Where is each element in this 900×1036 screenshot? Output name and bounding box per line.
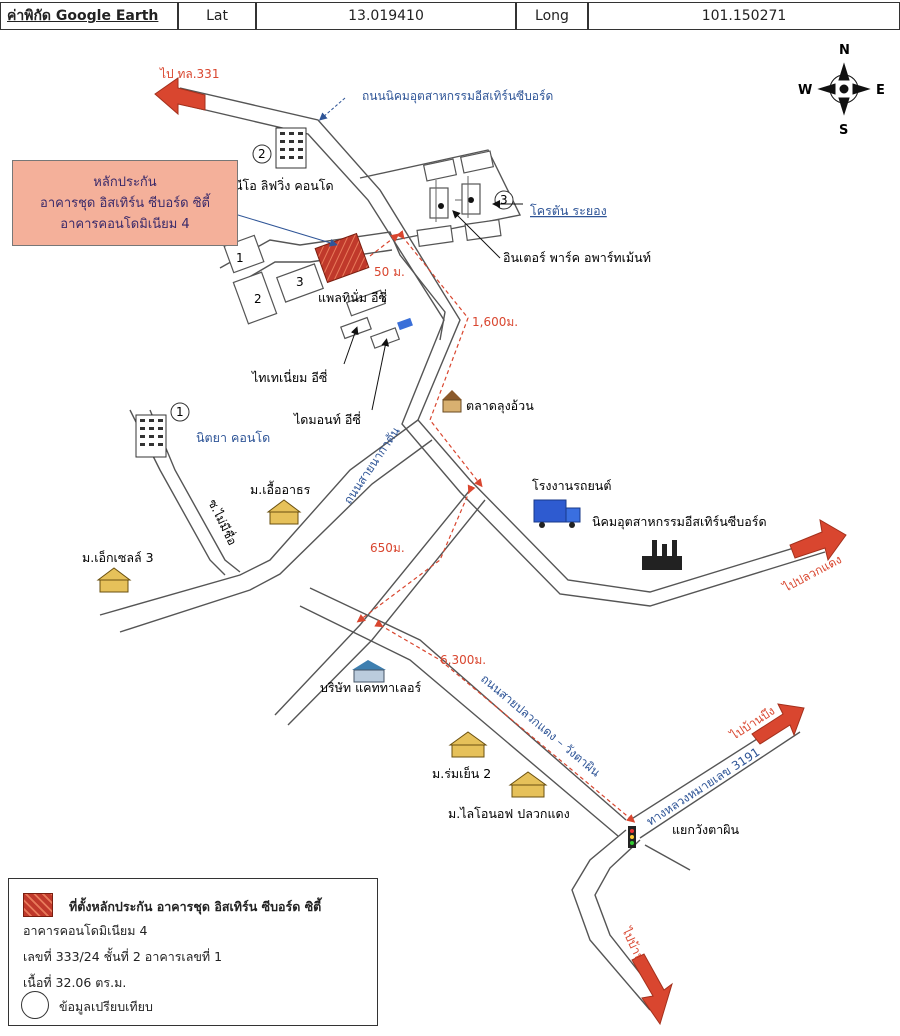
- legend-line-3: เลขที่ 333/24 ชั้นที่ 2 อาคารเลขที่ 1: [23, 949, 223, 964]
- wang-tamin-label: แยกวังตาผิน: [672, 822, 740, 837]
- titanium-label: ไทเทเนี่ยม อีซี่: [251, 369, 327, 385]
- cat-tailor-label: บริษัท แคททาเลอร์: [320, 680, 421, 695]
- estate-paths: [435, 176, 469, 222]
- lat-label: Lat: [178, 2, 256, 30]
- estate-label: นิคมอุตสาหกรรมอีสเทิร์นซีบอร์ด: [592, 514, 767, 530]
- callout-line-1: หลักประกัน: [93, 174, 157, 190]
- compass-south: S: [839, 123, 848, 138]
- to-pluak-daeng-arrow: [789, 519, 847, 562]
- excel3-label: ม.เอ็กเซลล์ 3: [82, 550, 154, 565]
- road-ta-kan-label: ถนนสายนากาตัน: [341, 424, 403, 506]
- to-pluak-daeng-label: ไปปลวกแดง: [780, 552, 844, 595]
- rom-yen-label: ม.ร่มเย็น 2: [432, 766, 491, 781]
- estate-buildings: [416, 150, 502, 247]
- marker-circle: [252, 144, 272, 164]
- inter-park-label: อินเตอร์ พาร์ค อพาร์ทเม้นท์: [503, 250, 651, 265]
- lio-on-label: ม.ไลโอนอฟ ปลวกแดง: [448, 806, 570, 821]
- house-icon: [508, 771, 548, 798]
- collateral-callout: หลักประกัน อาคารชุด อิสเทิร์น ซีบอร์ด ซิ…: [12, 160, 238, 246]
- market-icon: [442, 390, 462, 413]
- platinum-label: แพลทินั่ม อีซี่: [318, 289, 387, 305]
- distance-1600: 1,600ม.: [472, 315, 518, 329]
- ua-athorn-label: ม.เอื้ออาธร: [250, 480, 311, 497]
- legend-line-5: ข้อมูลเปรียบเทียบ: [59, 999, 153, 1014]
- traffic-light-red: [630, 829, 634, 833]
- to-ban-khai-arrow: [631, 953, 673, 1026]
- building-number-2: 2: [254, 292, 262, 306]
- compass-west: W: [798, 83, 812, 98]
- tower-icon: [275, 127, 307, 169]
- map-legend: ที่ตั้งหลักประกัน อาคารชุด อิสเทิร์น ซีบ…: [8, 878, 378, 1026]
- pluak-daeng-road-label: ถนนสายปลวกแดง – วังตาผิน: [478, 672, 603, 780]
- industrial-road-pointer: [318, 97, 346, 121]
- comparison-circle-icon: [21, 991, 49, 1019]
- building-number-1: 1: [236, 251, 244, 265]
- callout-line-2: อาคารชุด อิสเทิร์น ซีบอร์ด ซิตี้: [40, 195, 210, 211]
- crossing-label: โครตัน ระยอง: [530, 203, 607, 218]
- crossing-number: 3: [500, 193, 508, 207]
- distance-50: 50 ม.: [374, 265, 405, 279]
- soi-label: ซ.ไม่มีชื่อ: [205, 496, 241, 547]
- compass-north: N: [839, 43, 850, 58]
- tower-icon: [135, 414, 167, 458]
- house-icon: [266, 499, 302, 525]
- callout-line-3: อาคารคอนโดมิเนียม 4: [60, 216, 190, 232]
- highway-3191-label: ทางหลวงหมายเลข 3191: [644, 745, 762, 829]
- long-value: 101.150271: [588, 2, 900, 30]
- house-icon: [448, 731, 488, 758]
- collateral-swatch: [23, 893, 53, 917]
- house-icon: [96, 567, 132, 593]
- nittaya-label: นิตยา คอนโด: [196, 430, 270, 445]
- legend-line-1: ที่ตั้งหลักประกัน อาคารชุด อิสเทิร์น ซีบ…: [69, 899, 322, 914]
- market-label: ตลาดลุงอ้วน: [466, 398, 534, 414]
- inter-park-pointer: [452, 210, 501, 259]
- marker-circle: [170, 402, 190, 422]
- blue-marker: [397, 317, 413, 331]
- diamond-pointer: [371, 338, 390, 411]
- distance-650: 650ม.: [370, 541, 405, 555]
- factory-label: โรงงานรถยนต์: [532, 478, 611, 493]
- factory-icon: [642, 540, 682, 570]
- to-331-arrow: [154, 77, 206, 116]
- neo-living-label: นีโอ ลิฟวิ่ง คอนโด: [234, 177, 334, 193]
- neo-number: 2: [258, 147, 266, 161]
- compass-rose: [817, 62, 871, 116]
- lat-value: 13.019410: [256, 2, 516, 30]
- distance-6300: 6,300ม.: [440, 653, 486, 667]
- nittaya-number: 1: [176, 405, 184, 419]
- coordinate-header: ค่าพิกัด Google Earth Lat 13.019410 Long…: [0, 0, 900, 34]
- building-number-3: 3: [296, 275, 304, 289]
- to-ban-bueng-arrow: [751, 703, 805, 745]
- legend-line-4: เนื้อที่ 32.06 ตร.ม.: [23, 975, 127, 990]
- crossing-dot: [438, 203, 444, 209]
- crossing-dot: [468, 197, 474, 203]
- compass-east: E: [876, 83, 885, 98]
- callout-pointer: [237, 214, 338, 247]
- long-label: Long: [516, 2, 588, 30]
- distance-lines: [356, 230, 636, 823]
- traffic-light-amber: [630, 835, 634, 839]
- traffic-light-green: [630, 841, 634, 845]
- diamond-label: ไดมอนท์ อีซี่: [293, 411, 361, 427]
- industrial-road-label: ถนนนิคมอุตสาหกรรมอีสเทิร์นซีบอร์ด: [362, 89, 553, 104]
- warehouse-icon: [352, 660, 386, 683]
- truck-icon: [533, 499, 581, 528]
- titanium-pointer: [343, 326, 359, 365]
- to-331-label: ไป ทล.331: [159, 67, 219, 81]
- legend-line-2: อาคารคอนโดมิเนียม 4: [23, 923, 148, 938]
- header-title: ค่าพิกัด Google Earth: [0, 2, 178, 30]
